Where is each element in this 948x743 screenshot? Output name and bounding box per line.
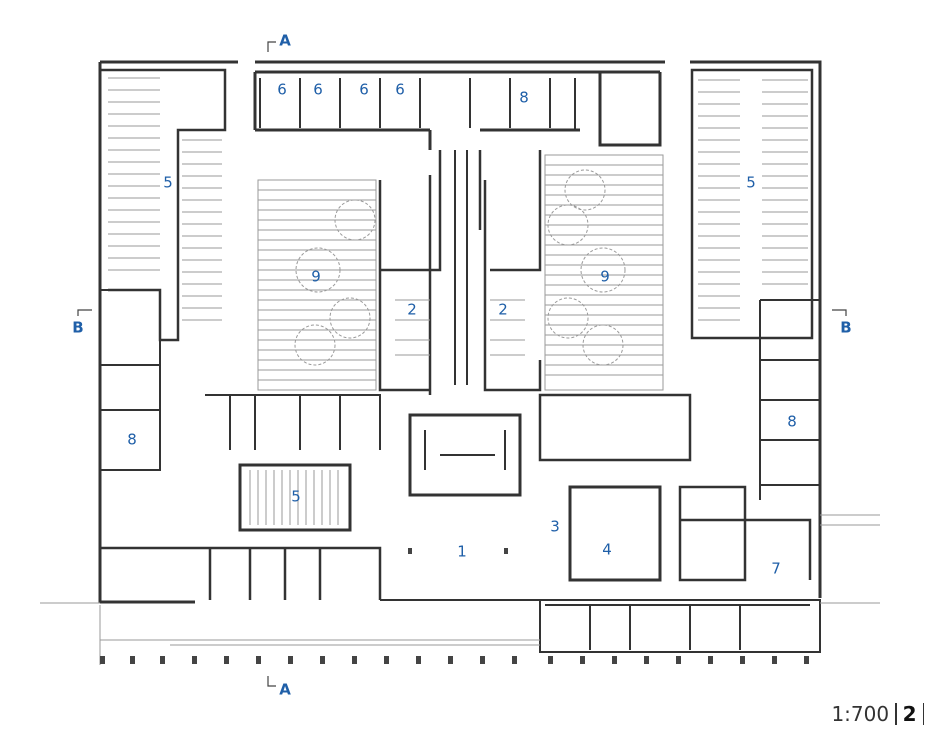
column: [804, 656, 809, 664]
right-meeting: [538, 393, 692, 462]
room-label-3: 3: [550, 517, 560, 536]
column: [384, 656, 389, 664]
room-label-8: 8: [787, 412, 797, 431]
room-label-6: 6: [313, 80, 323, 99]
lobby-walls: [408, 413, 522, 497]
section-mark-b-left: B: [72, 318, 84, 337]
lobby-inner: [424, 430, 506, 470]
courtyard-right: [544, 154, 664, 391]
room-label-2: 2: [498, 300, 508, 319]
column: [580, 656, 585, 664]
left-mid-rooms: [205, 394, 381, 450]
tree-6: [547, 204, 589, 246]
column: [320, 656, 325, 664]
parking-right-stalls: [698, 79, 808, 321]
room-label-7: 7: [771, 559, 781, 578]
stair-5-treads: [249, 470, 339, 525]
top-wing-wall: [253, 70, 662, 150]
section-a-top-tick: [267, 41, 276, 52]
column: [676, 656, 681, 664]
room-label-9: 9: [311, 267, 321, 286]
center-core-right: [478, 150, 542, 392]
ground-lines: [40, 514, 880, 665]
lobby-column: [408, 548, 412, 554]
lobby-column: [504, 548, 508, 554]
room-4: [568, 485, 662, 582]
tree-4: [294, 324, 336, 366]
column: [772, 656, 777, 664]
tree-3: [329, 297, 371, 339]
room-label-5: 5: [163, 173, 173, 192]
footer-divider: [922, 703, 924, 725]
section-b-left-tick: [77, 309, 92, 316]
column: [480, 656, 485, 664]
outer-wall-bottom: [539, 599, 821, 653]
column: [224, 656, 229, 664]
column: [548, 656, 553, 664]
courtyard-left-hatch: [258, 189, 376, 381]
scale-label: 1:700: [831, 702, 890, 726]
column: [256, 656, 261, 664]
room-label-6: 6: [277, 80, 287, 99]
column: [612, 656, 617, 664]
column: [644, 656, 649, 664]
left-office-band: [100, 289, 161, 471]
column: [130, 656, 135, 664]
room-label-4: 4: [602, 540, 612, 559]
room-label-9: 9: [600, 267, 610, 286]
column: [416, 656, 421, 664]
room-label-5: 5: [291, 487, 301, 506]
parking-left-stalls: [108, 77, 222, 321]
wc-rooms: [259, 78, 421, 128]
page-number: 2: [902, 702, 917, 726]
section-mark-b-right: B: [840, 318, 852, 337]
tree-1: [334, 199, 376, 241]
room-label-2: 2: [407, 300, 417, 319]
outer-wall: [98, 60, 822, 604]
tree-8: [547, 297, 589, 339]
lower-right-rooms: [545, 604, 810, 650]
section-mark-a-top: A: [279, 31, 291, 50]
column: [512, 656, 517, 664]
room-label-8: 8: [519, 88, 529, 107]
column: [352, 656, 357, 664]
left-lower-corridor: [100, 546, 382, 600]
column: [740, 656, 745, 664]
column: [448, 656, 453, 664]
tree-7: [580, 247, 626, 293]
section-mark-a-bottom: A: [279, 680, 291, 699]
column: [100, 656, 105, 664]
tree-2: [295, 247, 341, 293]
page-footer: 1:700 2: [831, 702, 930, 726]
center-spine: [454, 150, 468, 385]
room-label-8: 8: [127, 430, 137, 449]
top-offices: [469, 78, 576, 130]
column: [708, 656, 713, 664]
section-b-right-tick: [832, 309, 847, 316]
courtyard-right-hatch: [545, 164, 663, 376]
footer-divider: [895, 703, 897, 725]
room-label-5: 5: [746, 173, 756, 192]
left-block-5: [100, 68, 227, 342]
right-office-band: [759, 299, 820, 500]
courtyard-left: [257, 179, 377, 391]
room-label-6: 6: [395, 80, 405, 99]
column: [288, 656, 293, 664]
tree-5: [564, 169, 606, 211]
room-label-6: 6: [359, 80, 369, 99]
tree-9: [582, 324, 624, 366]
room-7-block: [678, 485, 812, 582]
column: [160, 656, 165, 664]
column: [192, 656, 197, 664]
right-block-5: [690, 68, 814, 340]
center-core-left: [378, 150, 442, 395]
section-a-bottom-tick: [267, 676, 276, 687]
room-2-fixtures: [395, 299, 525, 356]
room-label-1: 1: [457, 542, 467, 561]
stair-5-mid: [238, 463, 352, 532]
